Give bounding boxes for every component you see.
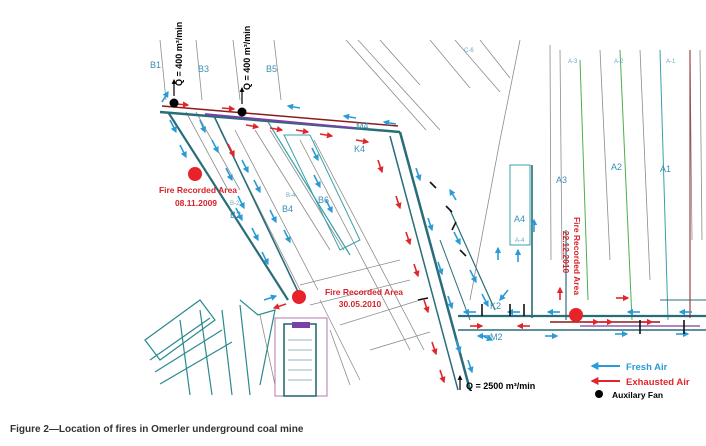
label-k4: K4 (354, 144, 365, 154)
sublabel-b2: B-2 (230, 201, 240, 207)
label-b3: B3 (198, 64, 209, 74)
fire-label-2009-name: Fire Recorded Area (159, 185, 237, 195)
fire-markers (188, 167, 583, 322)
panel-sublabels: A-4 A-3 A-2 A-1 C-6 B-2 B-4 (230, 48, 676, 244)
label-m4: M4 (356, 121, 369, 131)
sublabel-a3: A-3 (568, 59, 578, 65)
lower-left-workings (144, 299, 276, 396)
label-b5: B5 (266, 64, 277, 74)
fire-label-2009-date: 08.11.2009 (175, 198, 217, 208)
legend-exhaust: Exhausted Air (626, 377, 690, 388)
auxiliary-fans (169, 79, 463, 390)
auxiliary-fan-1 (169, 98, 179, 108)
flow-label-2: Q = 400 m³/min (242, 26, 252, 90)
fresh-air-arrows (161, 90, 692, 374)
legend-fresh: Fresh Air (626, 362, 668, 373)
flow-label-1: Q = 400 m³/min (174, 22, 184, 86)
sublabel-a4: A-4 (515, 238, 525, 244)
central-shaft (274, 317, 328, 397)
label-b1: B1 (150, 60, 161, 70)
exhaust-air-arrows (175, 101, 654, 384)
legend: Fresh Air Exhausted Air Auxilary Fan (590, 362, 690, 400)
fire-label-2010-dec: Fire Recorded Area 22.12.2010 (561, 217, 582, 295)
fire-label-2010-may: Fire Recorded Area 30.05.2010 (325, 287, 403, 309)
label-k2: K2 (490, 301, 501, 311)
sublabel-a1: A-1 (666, 59, 676, 65)
fire-label-2010-may-name: Fire Recorded Area (325, 287, 403, 297)
label-a1: A1 (660, 164, 671, 174)
tunnel-marks (417, 181, 685, 334)
panel-labels: B1 B3 B5 B2 B4 B6 M4 K4 K2 M2 A4 A3 A2 A… (150, 60, 671, 342)
label-b6: B6 (318, 195, 329, 205)
fire-label-2009: Fire Recorded Area 08.11.2009 (159, 185, 237, 208)
label-b2: B2 (230, 210, 241, 220)
label-m2: M2 (490, 332, 503, 342)
label-b4: B4 (282, 204, 293, 214)
label-a3: A3 (556, 175, 567, 185)
label-a2: A2 (611, 162, 622, 172)
fire-marker-2010-may (292, 290, 306, 304)
fire-label-2010-may-date: 30.05.2010 (339, 299, 382, 309)
main-tunnels (159, 50, 706, 391)
fire-label-2010-dec-name: Fire Recorded Area (572, 217, 582, 295)
background-workings (159, 39, 703, 386)
figure-caption: Figure 2—Location of fires in Omerler un… (10, 424, 304, 435)
auxiliary-fan-2 (237, 107, 247, 117)
fire-marker-2010-dec (569, 308, 583, 322)
flow-label-3: Q = 2500 m³/min (466, 381, 535, 391)
sublabel-b4: B-4 (286, 193, 296, 199)
label-a4: A4 (514, 214, 525, 224)
panel-outlines (283, 49, 669, 321)
fire-label-2010-dec-date: 22.12.2010 (561, 231, 571, 274)
fire-marker-2009 (188, 167, 202, 181)
sublabel-a2: A-2 (614, 59, 624, 65)
sublabel-c6: C-6 (464, 48, 474, 54)
legend-fan: Auxilary Fan (612, 390, 663, 400)
